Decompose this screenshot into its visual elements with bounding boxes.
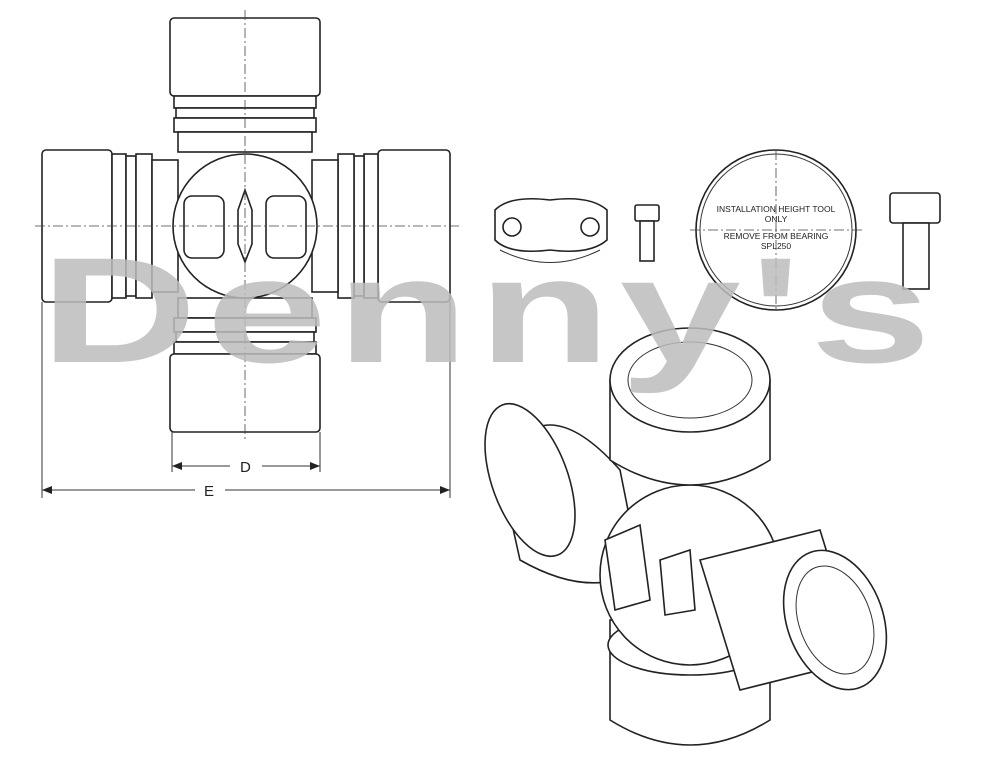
tool-label-line1: INSTALLATION HEIGHT TOOL bbox=[717, 204, 836, 214]
tool-label-line3: REMOVE FROM BEARING bbox=[724, 231, 829, 241]
tool-label-line4: SPL250 bbox=[761, 241, 792, 251]
dimension-d-label: D bbox=[240, 459, 251, 476]
dimension-e-label: E bbox=[204, 483, 214, 500]
installation-height-tool bbox=[690, 149, 862, 311]
dimension-lines bbox=[41, 302, 451, 498]
front-view-u-joint bbox=[35, 10, 460, 440]
tool-label-line2: ONLY bbox=[765, 214, 788, 224]
isometric-u-joint bbox=[484, 327, 888, 746]
bearing-strap bbox=[494, 197, 608, 263]
dennys-watermark: Denny's bbox=[40, 226, 940, 394]
flange-bolt bbox=[889, 192, 941, 290]
strap-bolt bbox=[634, 204, 660, 262]
